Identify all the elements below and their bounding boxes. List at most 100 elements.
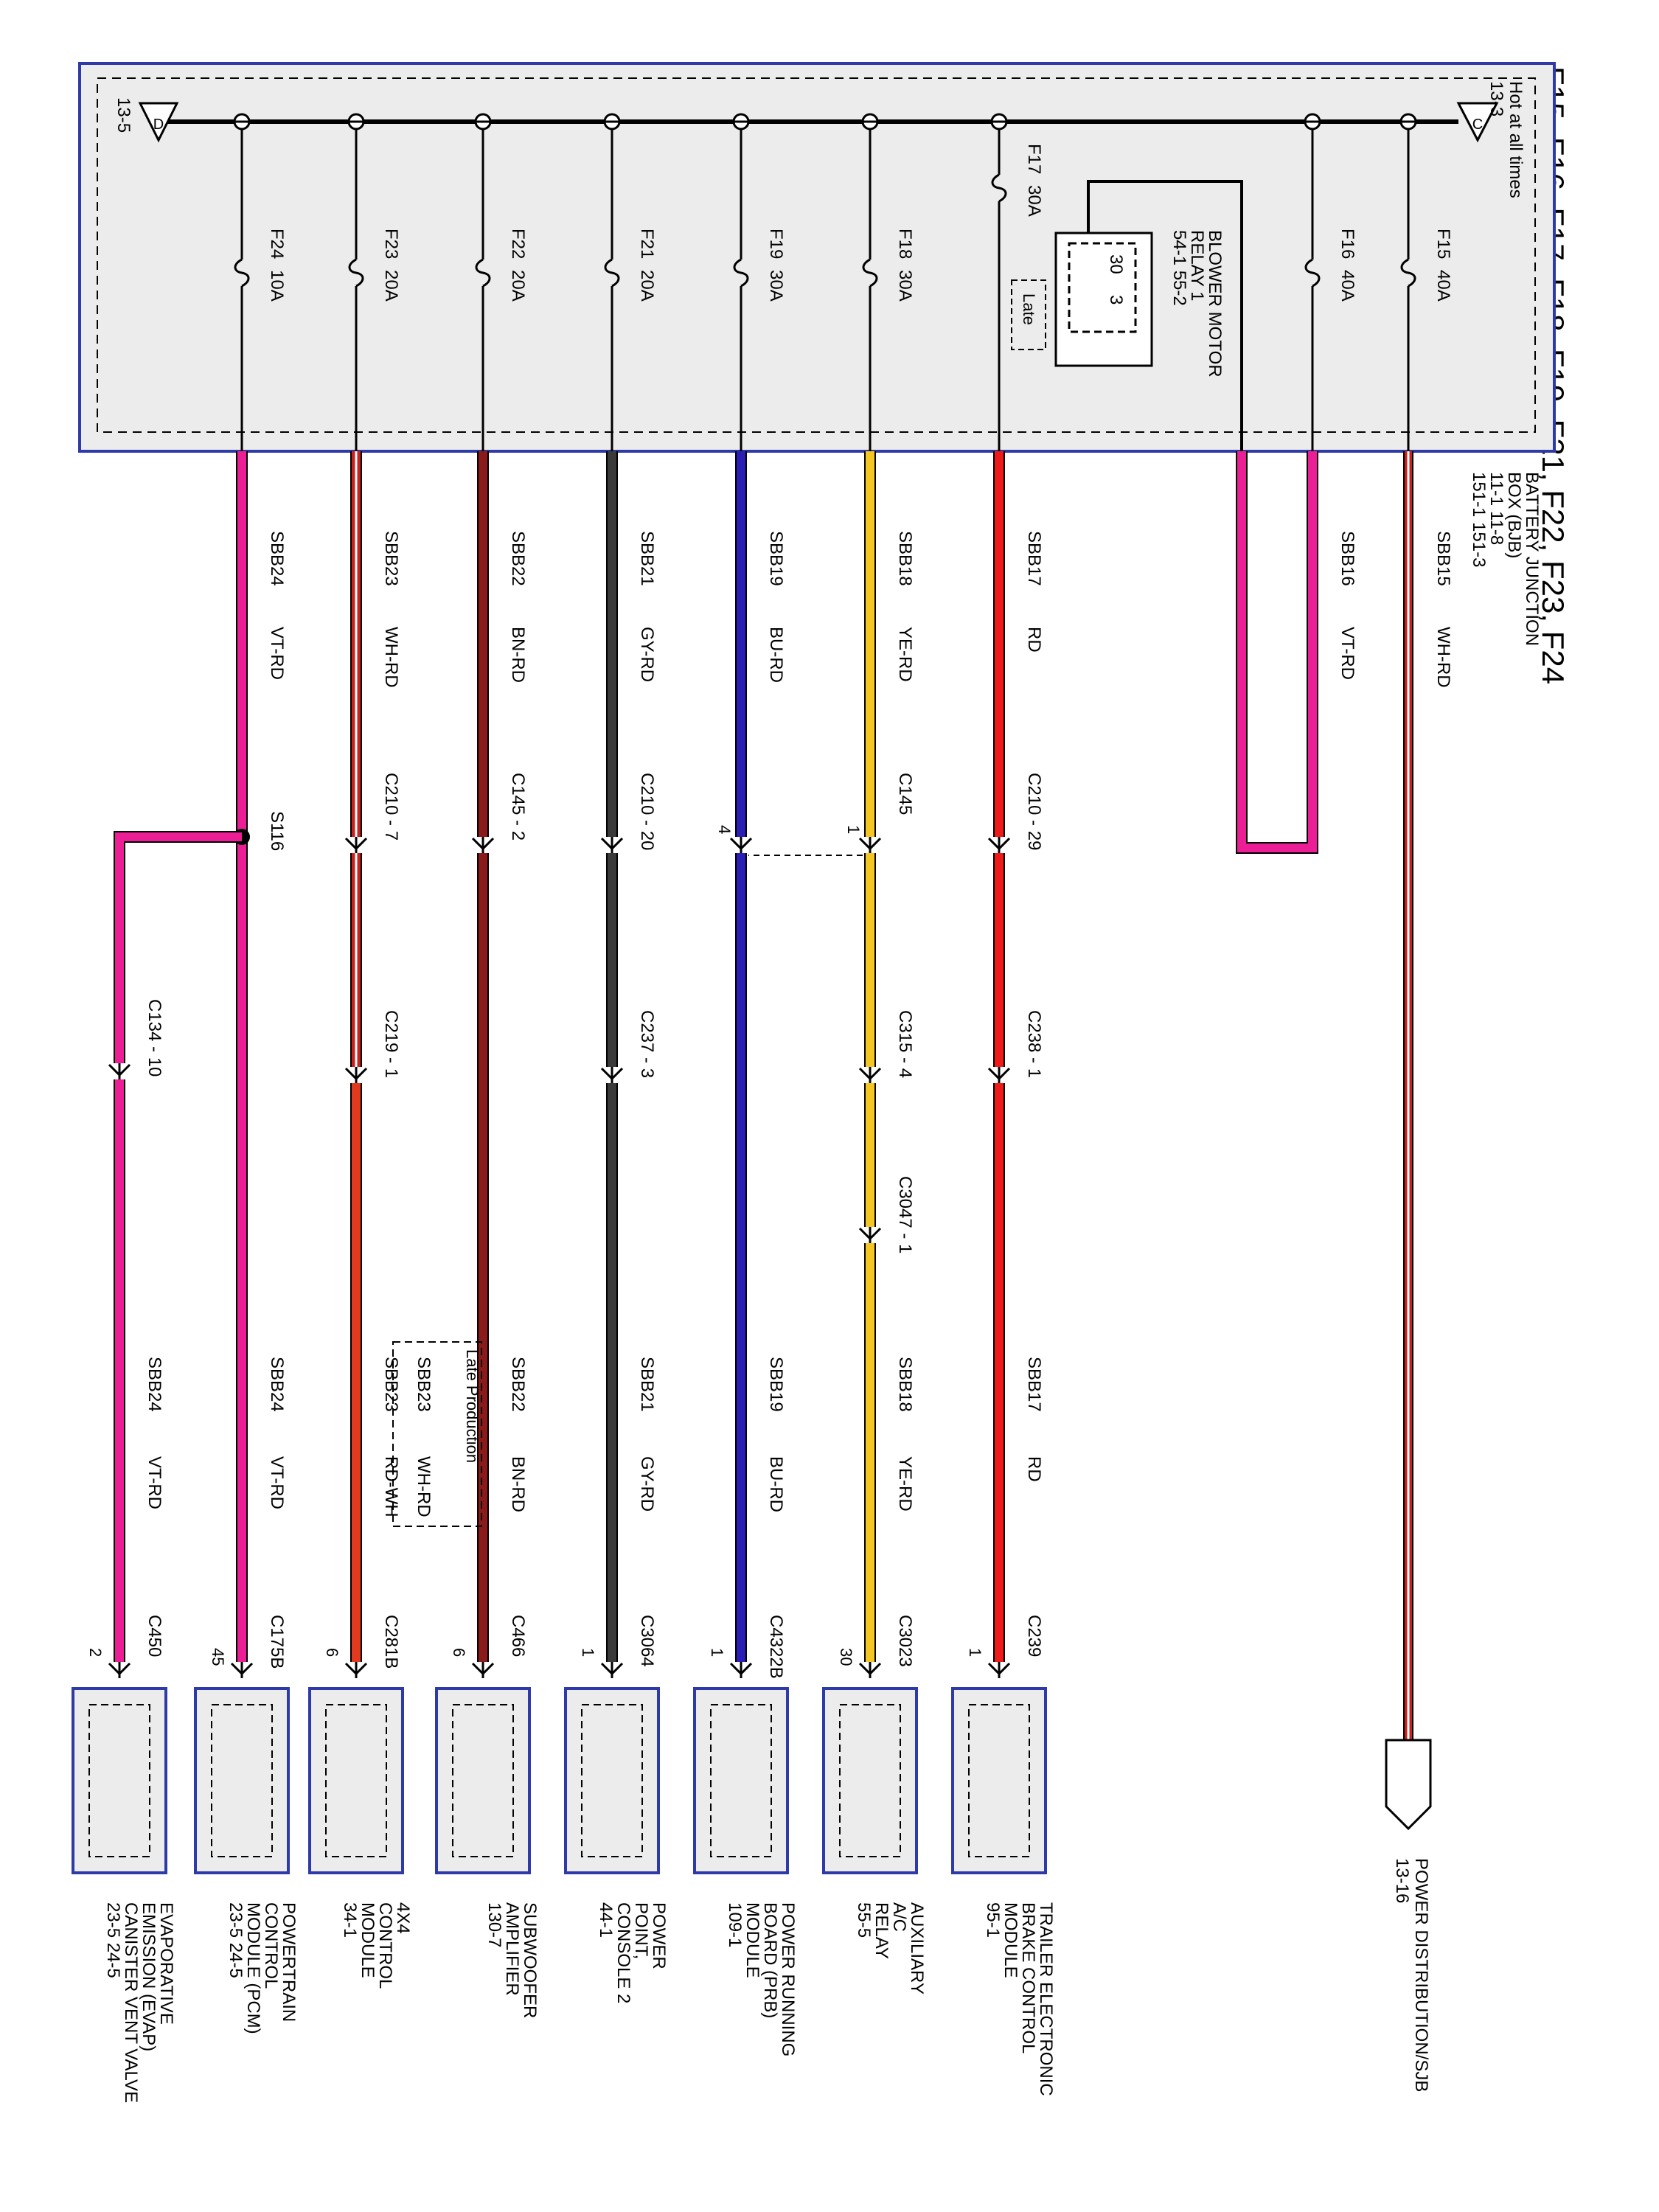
circuit-6-wire2-label: SBB22 [508,1357,528,1412]
circuit-8-end-conn: C175B [267,1615,287,1669]
circuit-2-module-name-line-0: TRAILER ELECTRONIC [1036,1902,1056,2096]
fuse-symbol-0 [1400,258,1416,288]
fuse-symbol-4 [733,258,749,288]
circuit-5-module-name-line-2: CONSOLE 2 [613,1902,633,2003]
circuit-7-end-pin: 6 [323,1648,341,1657]
relay-name-text-line-0: BLOWER MOTOR [1205,230,1225,378]
circuit-2-module-name-line-1: BRAKE CONTROL [1018,1902,1038,2053]
circuit-9-end-conn: C450 [145,1615,164,1657]
fuse-symbol-5 [604,258,620,288]
circuit-7-late-label: Late Production [463,1349,481,1463]
fuse-name-5: F21 [637,229,657,259]
circuit-4-module-name-line-3: 109-1 [725,1902,745,1947]
circuit-5-end-conn: C3064 [637,1615,657,1667]
circuit-4-end-pin: 1 [708,1648,726,1657]
circuit-2-module-name-line-3: 95-1 [983,1902,1003,1938]
circuit-2-end-pin: 1 [966,1648,984,1657]
circuit-9-branch-outline [114,831,242,1666]
circuit-5-module-name-line-3: 44-1 [596,1902,616,1938]
circuit-3-module-name-line-3: 55-5 [854,1902,874,1938]
circuit-6-module-box [435,1687,531,1874]
circuit-2-module-name-line-2: MODULE [1001,1902,1020,1978]
circuit-8-module-inner [211,1704,273,1857]
circuit-2-wire-label: SBB17 [1024,531,1044,586]
svg-text:C: C [1472,116,1483,133]
fuse-rating-4: 30A [766,270,786,302]
circuit-8-wire-label: SBB24 [267,531,287,586]
fuse-rating-6: 20A [508,270,528,302]
bjb-name-text-line-1: BOX (BJB) [1504,472,1524,558]
bjb-hot-label: Hot at all times [1506,81,1526,198]
circuit-8-end-pin: 45 [209,1648,227,1666]
circuit-7-late-color: WH-RD [414,1456,434,1517]
circuit-7-module-name-line-3: 34-1 [340,1902,360,1938]
circuit-3-module-name-line-1: A/C [889,1902,909,1932]
circuit-4-color-label: BU-RD [766,627,786,683]
circuit-3-module-name-line-2: RELAY [872,1902,891,1959]
fuse-symbol-2 [991,173,1007,203]
circuit-5-end-pin: 1 [579,1648,597,1657]
relay-name-text-line-1: RELAY 1 [1187,230,1207,302]
circuit-3-module-name-line-0: AUXILIARY [907,1902,927,1994]
circuit-9-module-name-line-0: EVAPORATIVE [156,1902,176,2025]
circuit-5-module-inner [581,1704,643,1857]
circuit-1-wire-label: SBB16 [1338,531,1357,586]
circuit-8-module-box [194,1687,290,1874]
circuit-1-color-label: VT-RD [1338,627,1357,680]
circuit-6-module-name-line-0: SUBWOOFER [520,1902,540,2018]
circuit-9-module-name-line-3: 23-5 24-5 [103,1902,123,1978]
circuit-7-module-name-line-2: MODULE [358,1902,378,1978]
bjb-ref-c: 13-3 [1486,81,1506,116]
circuit-8-color-label: VT-RD [267,627,287,680]
relay-name-text-line-2: 54-1 55-2 [1169,230,1189,306]
svg-text:30: 30 [1106,254,1126,274]
circuit-8-module-name-line-1: CONTROL [261,1902,281,1989]
circuit-9-conn-1-label: C134 - 10 [145,999,164,1077]
fuse-name-0: F15 [1433,229,1453,259]
fuse-symbol-1 [1304,258,1321,288]
circuit-7-conn-1-label: C210 - 7 [381,773,401,841]
fuse-name-1: F16 [1338,229,1357,259]
circuit-4-module-name-line-1: BOARD (PRB) [760,1902,780,2018]
circuit-9-wire2-label: SBB24 [145,1357,164,1412]
circuit-7-end-conn: C281B [381,1615,401,1669]
circuit-4-end-conn: C4322B [766,1615,786,1679]
circuit-9-end-pin: 2 [86,1648,105,1657]
power-dist-name: POWER DISTRIBUTION/SJB [1411,1858,1431,2092]
circuit-7-late-box [392,1341,482,1527]
circuit-0-wire-label: SBB15 [1433,531,1453,586]
bjb-name-text-line-3: 151-1 151-3 [1469,472,1489,567]
svg-text:D: D [153,116,164,133]
circuit-3-end-conn: C3023 [895,1615,915,1667]
circuit-3-wire-label: SBB18 [895,531,915,586]
circuit-0-color-label: WH-RD [1433,627,1453,688]
circuit-2-module-box [951,1687,1047,1874]
circuit-8-module-name-line-3: 23-5 24-5 [226,1902,246,1978]
circuit-5-module-box [564,1687,660,1874]
circuit-7-wire-label: SBB23 [381,531,401,586]
circuit-3-conn-1-pin: 1 [844,825,863,834]
circuit-7-color2-label: RD-WH [381,1456,401,1517]
fuse-name-3: F18 [895,229,915,259]
circuit-9-module-name-line-1: EMISSION (EVAP) [139,1902,159,2051]
power-dist-ref: 13-16 [1392,1858,1412,1903]
circuit-5-color-label: GY-RD [637,627,657,682]
circuit-6-end-pin: 6 [450,1648,468,1657]
circuit-9-module-name-line-2: CANISTER VENT VALVE [121,1902,141,2103]
circuit-3-conn-3-label: C3047 - 1 [895,1176,915,1253]
circuit-5-conn-2-label: C237 - 3 [637,1010,657,1078]
circuit-7-conn-2-label: C219 - 1 [381,1010,401,1078]
circuit-7-wire2-label: SBB23 [381,1357,401,1412]
circuit-6-conn-1-label: C145 - 2 [508,773,528,841]
circuit-2-module-inner [968,1704,1030,1857]
circuit-3-conn-1-label: C145 [895,773,915,815]
fuse-symbol-3 [862,258,878,288]
circuit-4-module-inner [710,1704,772,1857]
circuit-9-module-inner [88,1704,150,1857]
circuit-9-module-box [72,1687,167,1874]
circuit-3-module-inner [839,1704,901,1857]
fuse-rating-3: 30A [895,270,915,302]
circuit-3-color2-label: YE-RD [895,1456,915,1512]
fuse-rating-8: 10A [267,270,287,302]
